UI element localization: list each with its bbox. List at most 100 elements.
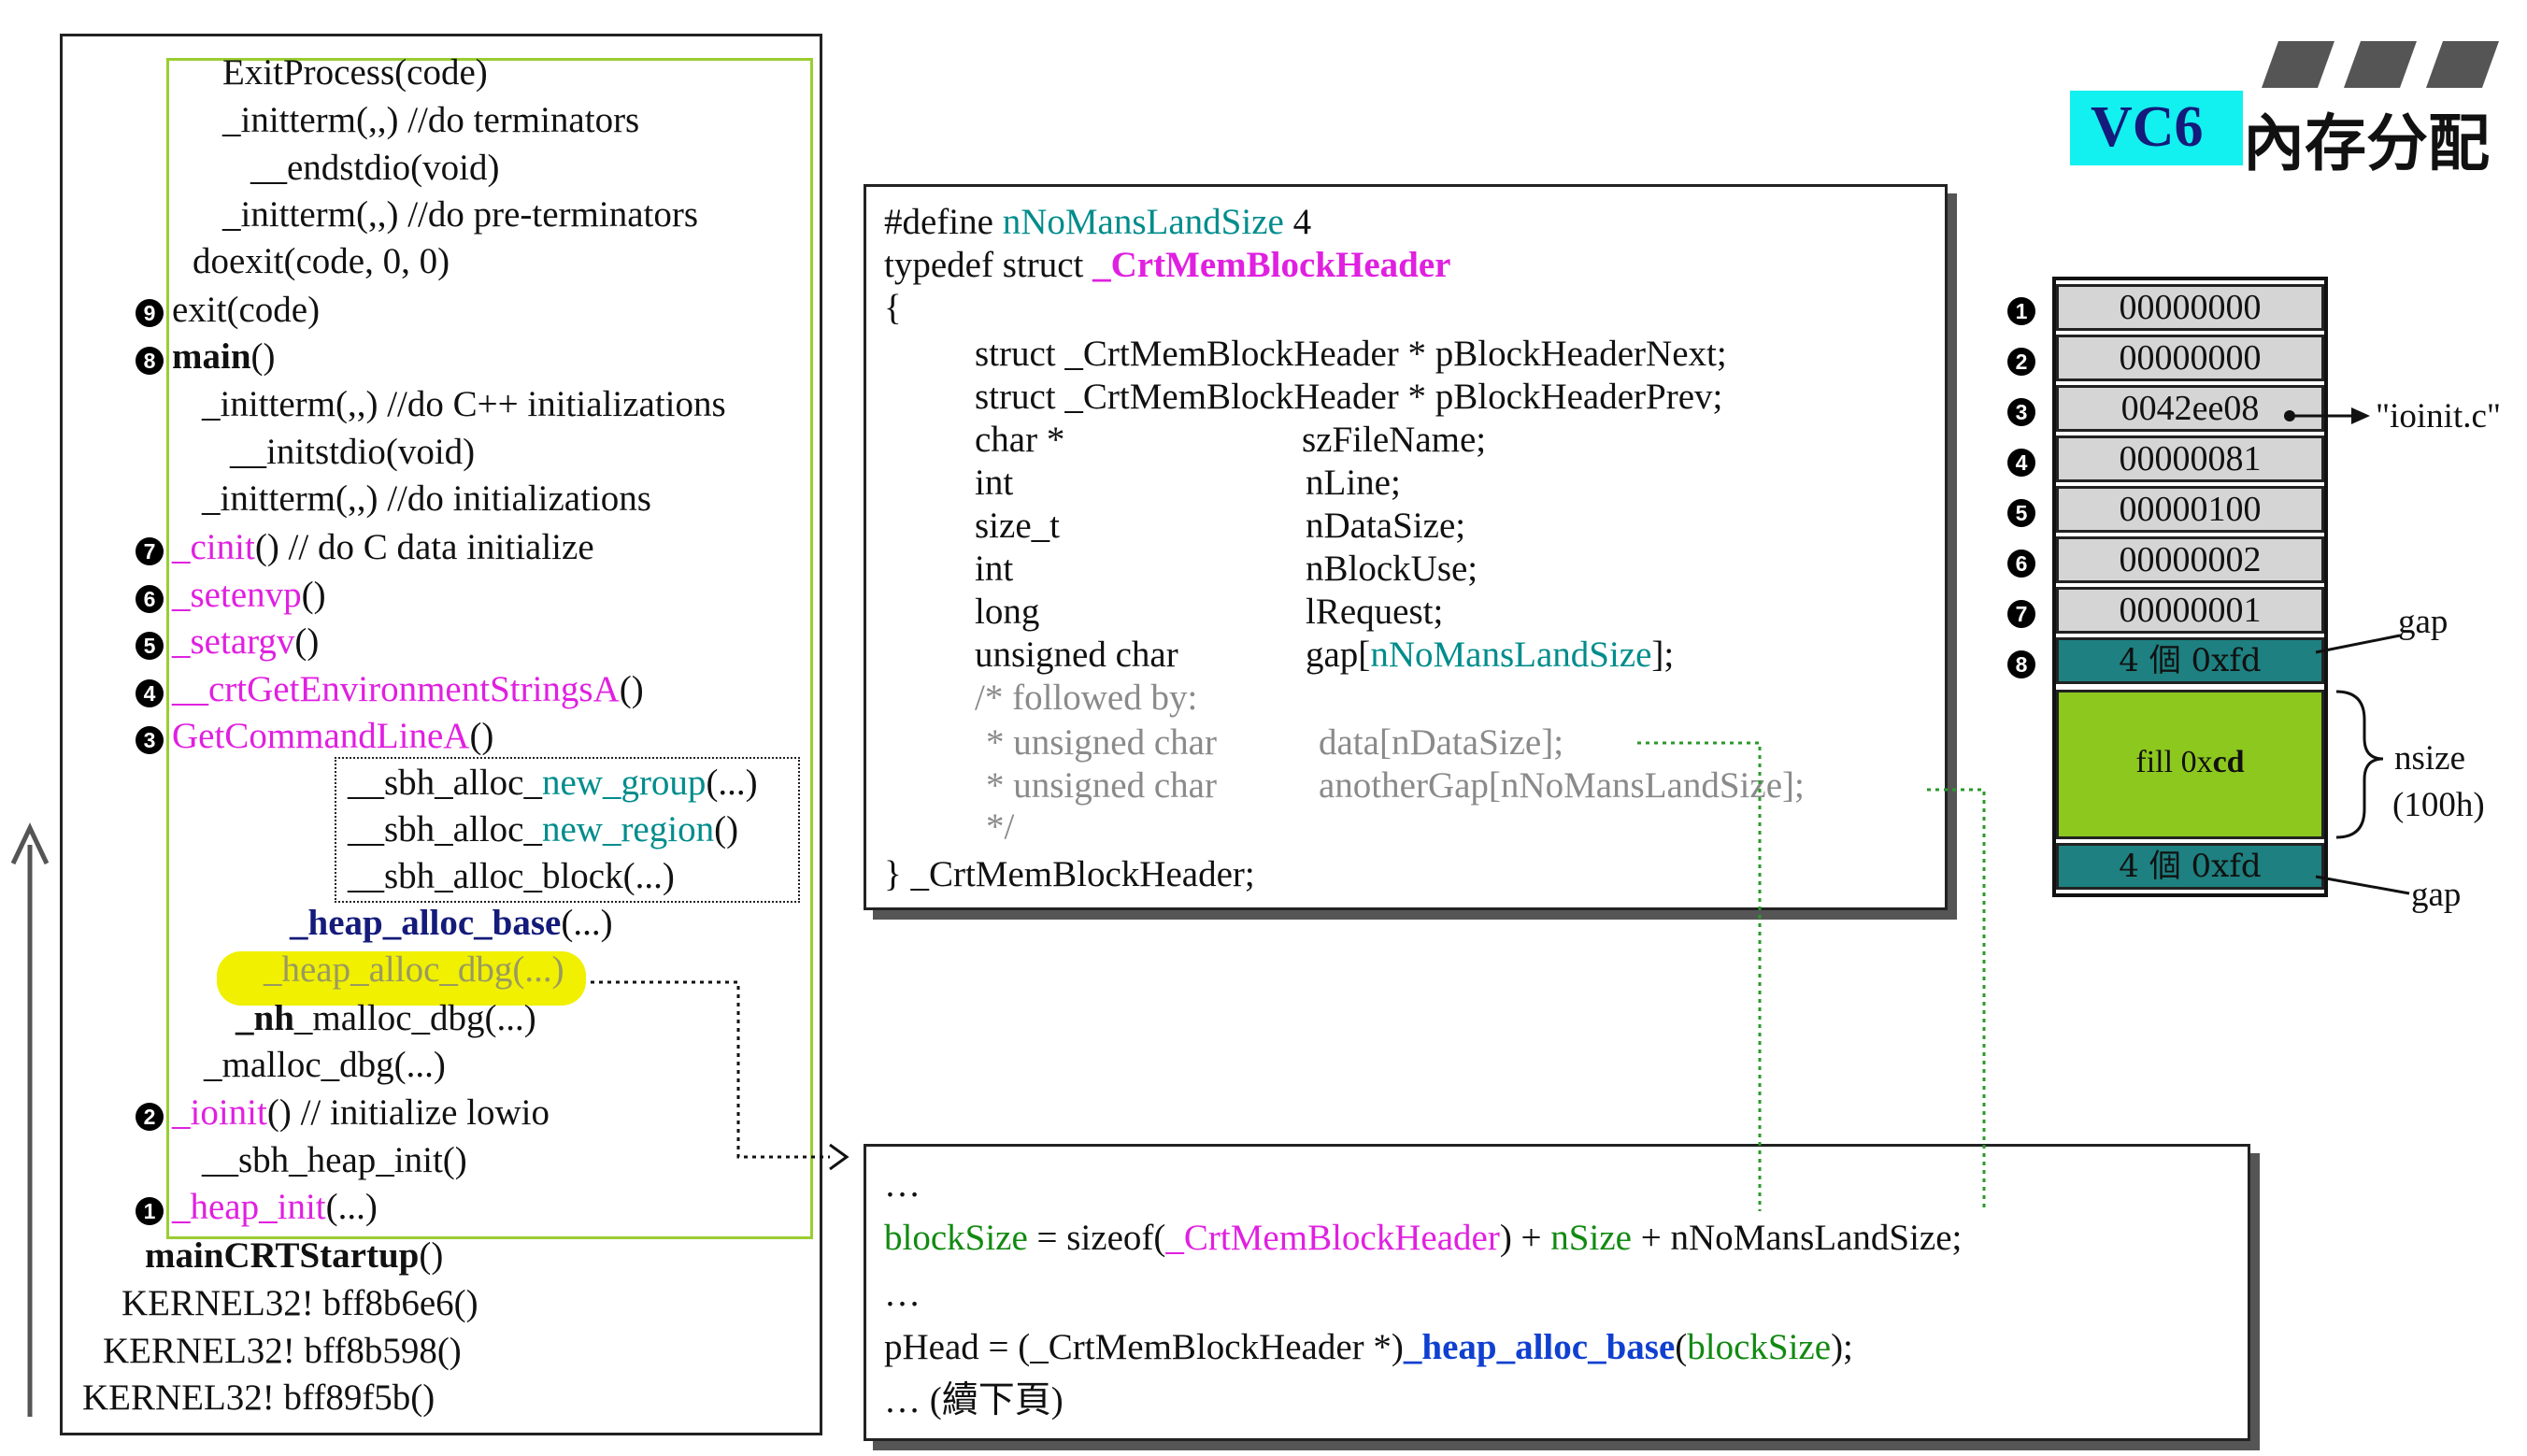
marker-5: 5	[136, 632, 164, 660]
stack-ioinit-line: _ioinit() // initialize lowio	[172, 1092, 550, 1134]
code-header-type: _CrtMemBlockHeader	[1165, 1218, 1500, 1258]
memory-nsize-value: (100h)	[2392, 786, 2485, 824]
stack-kernel32-2: KERNEL32! bff8b598()	[103, 1331, 462, 1371]
struct-name-lrequest: lRequest;	[1306, 592, 1444, 632]
memory-cell: 00000000	[2056, 335, 2324, 381]
struct-open-brace: {	[884, 288, 902, 328]
stack-maincrtstartup: mainCRTStartup	[145, 1235, 420, 1276]
marker-4: 4	[136, 679, 164, 707]
stack-heap-alloc-base-args: (...)	[561, 903, 613, 943]
marker-1: 1	[136, 1197, 164, 1225]
struct-gap-size: nNoMansLandSize	[1370, 635, 1652, 675]
stack-getcmdline: GetCommandLineA	[172, 716, 470, 756]
stack-sbh-new-region-line: __sbh_alloc_new_region()	[348, 809, 738, 850]
stack-nh: _nh	[236, 998, 294, 1038]
struct-name-nblockuse: nBlockUse;	[1306, 549, 1478, 589]
stack-maincrtstartup-parens: ()	[419, 1235, 444, 1276]
marker-2: 2	[136, 1103, 164, 1131]
struct-define-kw: #define	[884, 202, 1003, 242]
struct-typedef-name: _CrtMemBlockHeader	[1092, 245, 1451, 285]
stack-kernel32-1: KERNEL32! bff8b6e6()	[121, 1283, 478, 1323]
memory-cell: 00000100	[2056, 486, 2324, 533]
stack-sbh-prefix-1: __sbh_alloc_	[348, 763, 542, 803]
stack-heap-alloc-dbg: _heap_alloc_dbg(...)	[264, 949, 564, 990]
struct-name-szfilename: szFileName;	[1302, 420, 1487, 460]
stack-getcmdline-parens: ()	[469, 716, 494, 756]
stack-main: main	[172, 336, 251, 377]
memory-gap-bottom: 4 個 0xfd	[2056, 843, 2324, 890]
mem-marker-4: 4	[2007, 449, 2035, 477]
stack-sbh-new-group: new_group	[541, 763, 707, 803]
marker-6: 6	[136, 585, 164, 613]
code-ellipsis-1: …	[884, 1164, 921, 1205]
stack-main-parens: ()	[250, 336, 276, 377]
stack-endstdio: __endstdio(void)	[250, 148, 500, 188]
code-nomansland: + nNoMansLandSize;	[1631, 1218, 1963, 1258]
title-vc6-badge: VC6	[2070, 91, 2243, 165]
code-continued: … (續下頁)	[884, 1380, 1064, 1420]
memory-fill-prefix: fill 0x	[2135, 745, 2213, 779]
struct-name-ndatasize: nDataSize;	[1306, 506, 1466, 546]
memory-cell: 00000002	[2056, 536, 2324, 583]
stack-initterm-pre-terminators: _initterm(,,) //do pre-terminators	[222, 194, 699, 235]
code-phead: pHead = (_CrtMemBlockHeader *)	[884, 1327, 1404, 1367]
stack-sbh-new-region: new_region	[541, 809, 715, 849]
struct-name-nline: nLine;	[1306, 463, 1401, 503]
stack-heap-init-args: (...)	[325, 1187, 378, 1227]
stack-malloc-dbg: _malloc_dbg(...)	[204, 1045, 446, 1085]
struct-typedef-line: typedef struct _CrtMemBlockHeader	[884, 245, 1450, 286]
struct-define-value: 4	[1283, 202, 1312, 242]
heap-alloc-dbg-highlight	[217, 951, 586, 1006]
struct-type-int-2: int	[975, 549, 1014, 589]
mem-marker-7: 7	[2007, 600, 2035, 628]
code-paren-close: );	[1831, 1327, 1853, 1367]
stack-heap-alloc-base: _heap_alloc_base	[290, 903, 562, 943]
stack-main-line: main()	[172, 336, 276, 378]
stack-nh-malloc-dbg: _malloc_dbg(...)	[293, 998, 536, 1038]
struct-type-size-t: size_t	[975, 506, 1060, 546]
stack-sbh-heap-init: __sbh_heap_init()	[202, 1140, 467, 1180]
heap-region-frame	[166, 58, 813, 1239]
mem-marker-1: 1	[2007, 297, 2035, 325]
struct-comment-close: */	[986, 807, 1015, 847]
stack-setenvp-parens: ()	[301, 575, 326, 615]
code-paren-open: (	[1675, 1327, 1688, 1367]
code-blocksize: blockSize	[884, 1218, 1028, 1258]
stack-growth-arrow	[10, 822, 50, 1417]
mem-marker-2: 2	[2007, 348, 2035, 376]
code-phead-line: pHead = (_CrtMemBlockHeader *)_heap_allo…	[884, 1327, 1853, 1368]
struct-gap-line: gap[nNoMansLandSize];	[1306, 635, 1674, 676]
struct-type-uchar: unsigned char	[975, 635, 1178, 675]
stack-crtgetenv-line: __crtGetEnvironmentStringsA()	[172, 669, 644, 710]
stack-cinit-comment: () // do C data initialize	[254, 527, 594, 567]
memory-gap-label-top: gap	[2398, 603, 2448, 641]
title-vc6: VC6	[2091, 95, 2204, 159]
stack-exit: exit(code)	[172, 290, 321, 330]
struct-gap-close: ];	[1651, 635, 1675, 675]
stack-crtgetenv: __crtGetEnvironmentStringsA	[172, 669, 620, 709]
stack-kernel32-3: KERNEL32! bff89f5b()	[82, 1377, 435, 1418]
stack-exitprocess: ExitProcess(code)	[222, 52, 488, 93]
stack-ioinit: _ioinit	[172, 1092, 267, 1133]
memory-layout-frame	[2052, 277, 2328, 897]
struct-type-int-1: int	[975, 463, 1014, 503]
code-panel	[864, 1144, 2250, 1441]
struct-comment-gap-type: * unsigned char	[986, 765, 1217, 806]
struct-comment-data-name: data[nDataSize];	[1319, 722, 1564, 763]
stack-cinit: _cinit	[172, 527, 255, 567]
marker-8: 8	[136, 347, 164, 375]
stack-initterm-init: _initterm(,,) //do initializations	[202, 478, 651, 519]
memory-cell: 0042ee08	[2056, 385, 2324, 432]
memory-cell: 00000081	[2056, 435, 2324, 482]
stack-initterm-cpp: _initterm(,,) //do C++ initializations	[202, 384, 726, 424]
stack-heap-alloc-base-line: _heap_alloc_base(...)	[290, 903, 613, 944]
memory-gap-top: 4 個 0xfd	[2056, 637, 2324, 684]
memory-gap-label-bottom: gap	[2411, 876, 2462, 914]
struct-type-char: char *	[975, 420, 1065, 460]
sbh-alloc-dashed-box	[335, 757, 800, 903]
stack-heap-init: _heap_init	[172, 1187, 326, 1227]
marker-9: 9	[136, 299, 164, 327]
code-nsize: nSize	[1550, 1218, 1632, 1258]
stack-getcmdline-line: GetCommandLineA()	[172, 716, 493, 757]
